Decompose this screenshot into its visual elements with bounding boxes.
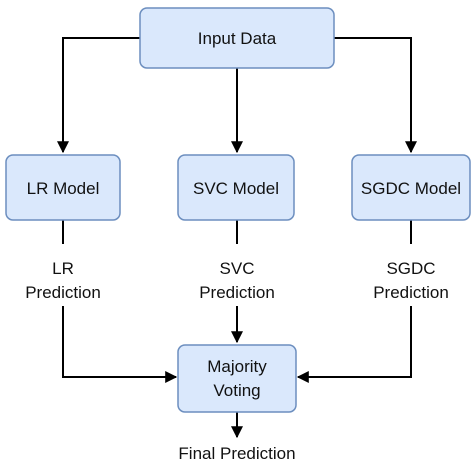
majority-voting-box: [177, 344, 297, 413]
sgdc-prediction-label-bg: [362, 248, 460, 306]
svc-model-label: SVC Model: [193, 179, 279, 198]
node-svc-model: SVC Model: [177, 154, 295, 221]
svc-prediction-label-bg: [188, 248, 286, 306]
lr-model-box: [5, 154, 121, 221]
sgdc-prediction-label: SGDC Prediction: [362, 248, 460, 306]
lr-model-label: LR Model: [27, 179, 100, 198]
edge-sgdc-prediction-to-voting: [296, 306, 412, 383]
majority-voting-line2: Voting: [213, 381, 260, 400]
lr-prediction-label-bg: [14, 248, 112, 306]
sgdc-model-label: SGDC Model: [361, 179, 461, 198]
sgdc-prediction-line1: SGDC: [386, 259, 435, 278]
node-majority-voting: Majority Voting: [177, 344, 297, 413]
edge-input-to-sgdc: [334, 37, 417, 154]
svc-model-box: [177, 154, 295, 221]
node-lr-model: LR Model: [5, 154, 121, 221]
svc-prediction-line2: Prediction: [199, 283, 275, 302]
majority-voting-line1: Majority: [207, 357, 267, 376]
input-data-box: [139, 7, 335, 69]
edge-lr-prediction-to-voting: [62, 306, 178, 383]
sgdc-model-box: [351, 154, 471, 221]
svc-prediction-label: SVC Prediction: [188, 248, 286, 306]
edges: [57, 37, 417, 439]
sgdc-prediction-line2: Prediction: [373, 283, 449, 302]
lr-prediction-label: LR Prediction: [14, 248, 112, 306]
final-prediction-label: Final Prediction: [178, 444, 295, 463]
svc-prediction-line1: SVC: [220, 259, 255, 278]
edge-input-to-lr: [57, 37, 140, 154]
node-sgdc-model: SGDC Model: [351, 154, 471, 221]
node-input-data: Input Data: [139, 7, 335, 69]
lr-prediction-line2: Prediction: [25, 283, 101, 302]
lr-prediction-line1: LR: [52, 259, 74, 278]
input-data-label: Input Data: [198, 29, 277, 48]
